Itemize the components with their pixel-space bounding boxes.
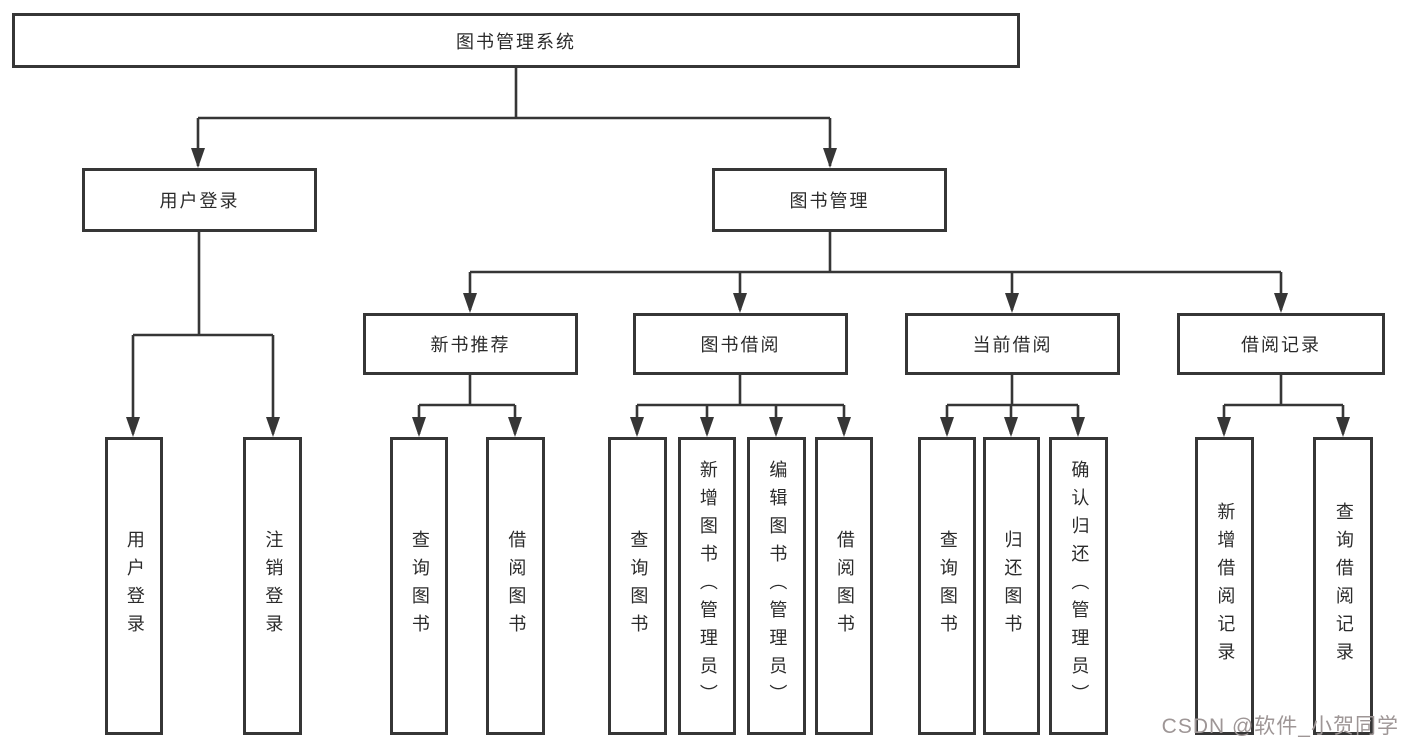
arrowhead <box>1071 417 1085 437</box>
leaf-label: 查询图书 <box>937 530 958 642</box>
leaf-user-login: 用户登录 <box>105 437 163 735</box>
arrowhead <box>769 417 783 437</box>
leaf-label: 查询图书 <box>409 530 430 642</box>
leaf-borrow-books-recommend: 借阅图书 <box>486 437 545 735</box>
leaf-label: 归还图书 <box>1002 530 1023 642</box>
arrowhead <box>823 148 837 168</box>
leaf-label: 确认归还（管理员） <box>1069 460 1090 712</box>
arrowhead <box>126 417 140 437</box>
leaf-query-borrow-record: 查询借阅记录 <box>1313 437 1373 735</box>
node-book-borrow: 图书借阅 <box>633 313 848 375</box>
arrowhead <box>1004 417 1018 437</box>
leaf-add-book-admin: 新增图书（管理员） <box>678 437 736 735</box>
leaf-query-books-current: 查询图书 <box>918 437 976 735</box>
leaf-logout: 注销登录 <box>243 437 302 735</box>
arrowhead <box>266 417 280 437</box>
arrowhead <box>1336 417 1350 437</box>
node-label: 图书管理 <box>789 191 870 211</box>
leaf-label: 用户登录 <box>124 530 145 642</box>
arrowhead <box>412 417 426 437</box>
leaf-label: 查询借阅记录 <box>1333 502 1354 670</box>
node-label: 图书借阅 <box>700 335 781 355</box>
leaf-borrow-books-borrow: 借阅图书 <box>815 437 873 735</box>
node-borrow-records: 借阅记录 <box>1177 313 1385 375</box>
arrowhead <box>700 417 714 437</box>
node-library-management-system: 图书管理系统 <box>12 13 1020 68</box>
leaf-query-books-recommend: 查询图书 <box>390 437 448 735</box>
arrowhead <box>463 293 477 313</box>
leaf-return-books: 归还图书 <box>983 437 1040 735</box>
arrowhead <box>191 148 205 168</box>
node-user-login: 用户登录 <box>82 168 317 232</box>
arrowhead <box>733 293 747 313</box>
node-label: 新书推荐 <box>430 335 511 355</box>
leaf-label: 编辑图书（管理员） <box>767 460 788 712</box>
arrowhead <box>1274 293 1288 313</box>
arrowhead <box>508 417 522 437</box>
leaf-edit-book-admin: 编辑图书（管理员） <box>747 437 806 735</box>
leaf-label: 新增图书（管理员） <box>697 460 718 712</box>
leaf-label: 借阅图书 <box>506 530 527 642</box>
arrowhead <box>940 417 954 437</box>
node-label: 当前借阅 <box>972 335 1053 355</box>
arrowhead <box>1217 417 1231 437</box>
node-label: 图书管理系统 <box>456 31 576 52</box>
node-label: 用户登录 <box>159 191 240 211</box>
watermark: CSDN @软件_小贺同学 <box>1161 715 1399 738</box>
leaf-label: 注销登录 <box>263 530 284 642</box>
leaf-add-borrow-record: 新增借阅记录 <box>1195 437 1254 735</box>
node-current-borrow: 当前借阅 <box>905 313 1120 375</box>
leaf-label: 新增借阅记录 <box>1215 502 1236 670</box>
leaf-label: 查询图书 <box>628 530 649 642</box>
arrowhead <box>837 417 851 437</box>
node-label: 借阅记录 <box>1241 335 1321 355</box>
leaf-confirm-return-admin: 确认归还（管理员） <box>1049 437 1108 735</box>
node-book-management: 图书管理 <box>712 168 947 232</box>
node-new-book-recommend: 新书推荐 <box>363 313 578 375</box>
leaf-label: 借阅图书 <box>834 530 855 642</box>
arrowhead <box>630 417 644 437</box>
arrowhead <box>1005 293 1019 313</box>
leaf-query-books-borrow: 查询图书 <box>608 437 667 735</box>
